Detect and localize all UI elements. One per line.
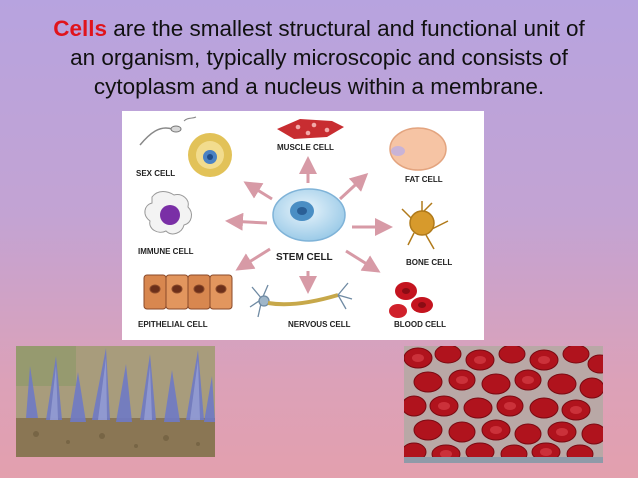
diagram-arrows (225, 156, 393, 294)
red-blood-cells-image (404, 346, 603, 463)
title-highlight-word: Cells (53, 16, 107, 41)
label-nervous-cell: NERVOUS CELL (288, 320, 351, 329)
microscopy-photo-right (404, 346, 603, 463)
label-bone-cell: BONE CELL (406, 258, 453, 267)
hair-cells-image (16, 346, 215, 457)
title-line-2: an organism, typically microscopic and c… (70, 45, 568, 70)
muscle-cell-icon (277, 119, 344, 139)
immune-cell-icon (144, 191, 192, 235)
label-stem-cell: STEM CELL (276, 252, 333, 263)
slide-title: Cells are the smallest structural and fu… (14, 14, 624, 101)
label-immune-cell: IMMUNE CELL (138, 247, 194, 256)
stem-cell-diagram: SEX CELL MUSCLE CELL FAT CELL IMMUNE CEL… (122, 111, 484, 340)
nervous-cell-icon (249, 282, 353, 318)
title-line-1: are the smallest structural and function… (107, 16, 585, 41)
epithelial-cell-icon (143, 274, 233, 310)
stem-cell-icon (272, 188, 346, 242)
bone-cell-icon (401, 201, 449, 250)
label-muscle-cell: MUSCLE CELL (277, 143, 334, 152)
microscopy-photo-left (16, 346, 215, 457)
blood-cell-icon (389, 282, 433, 318)
label-blood-cell: BLOOD CELL (394, 320, 446, 329)
label-sex-cell: SEX CELL (136, 169, 176, 178)
sex-cell-icon (139, 116, 232, 177)
label-fat-cell: FAT CELL (405, 175, 443, 184)
stem-cell-diagram-graphic (139, 116, 449, 318)
label-epithelial-cell: EPITHELIAL CELL (138, 320, 208, 329)
fat-cell-icon (389, 127, 447, 171)
title-line-3: cytoplasm and a nucleus within a membran… (93, 74, 545, 99)
